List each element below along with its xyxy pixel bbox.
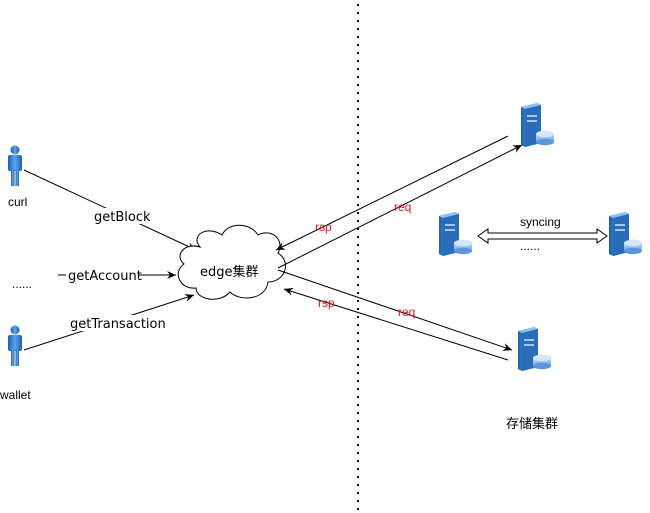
top-req-arrow	[277, 144, 523, 269]
more-clients-dots: ......	[12, 277, 32, 291]
bottom-req-label: req	[398, 305, 415, 319]
syncing-double-arrow	[477, 228, 608, 244]
top-req-label: req	[394, 200, 411, 214]
edge-cluster-cloud	[177, 224, 286, 300]
getblock-label-bg	[92, 208, 150, 224]
top-rsp-label: rsp	[315, 220, 332, 234]
wallet-label: wallet	[0, 388, 31, 402]
curl-person-icon	[8, 145, 22, 186]
gettransaction-label-bg	[68, 315, 164, 331]
storage-server-bottom-icon	[518, 327, 551, 371]
bottom-rsp-label: rsp	[318, 296, 335, 310]
bottom-rsp-arrow	[283, 287, 509, 361]
storage-cluster-label: 存储集群	[506, 416, 558, 432]
top-rsp-arrow	[275, 135, 509, 251]
syncing-label: syncing	[520, 215, 561, 229]
wallet-person-icon	[8, 325, 22, 366]
syncing-dots: ......	[520, 239, 540, 253]
getblock-label: getBlock	[94, 210, 151, 225]
gettransaction-label: getTransaction	[70, 317, 166, 332]
getaccount-label-bg	[66, 267, 138, 283]
bottom-req-arrow	[277, 269, 513, 351]
curl-label: curl	[8, 195, 27, 209]
storage-server-right-icon	[609, 212, 642, 256]
storage-server-left-icon	[439, 212, 472, 256]
storage-server-top-icon	[521, 103, 554, 147]
getaccount-label: getAccount	[68, 269, 142, 284]
edge-cluster-label: edge集群	[200, 264, 259, 280]
